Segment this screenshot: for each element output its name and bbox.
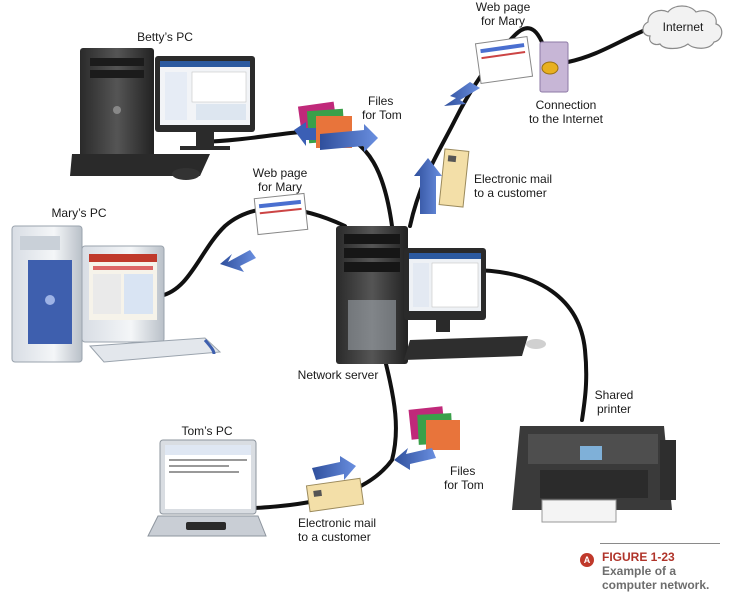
- network-server-label: Network server: [297, 368, 379, 382]
- network-server-illustration: [336, 226, 546, 364]
- shared-printer-label: Shared printer: [594, 388, 634, 416]
- cable-mary-server: [158, 206, 347, 298]
- internet-cloud-icon: [642, 5, 723, 50]
- internet-connection-jack-icon: [539, 41, 569, 93]
- internet-label: Internet: [662, 20, 704, 34]
- files-for-tom-bottom-label: Files for Tom: [444, 464, 484, 492]
- files-for-tom-top-label: Files for Tom: [362, 94, 402, 122]
- web-page-for-mary-top-icon: [444, 36, 534, 106]
- figure-caption: Example of a computer network.: [602, 564, 710, 592]
- email-top-label: Electronic mail to a customer: [474, 172, 553, 200]
- files-for-tom-top-icon: [294, 101, 378, 152]
- mary-pc-illustration: [11, 225, 222, 363]
- email-bottom-label: Electronic mail to a customer: [298, 516, 377, 544]
- web-page-for-mary-middle-label: Web page for Mary: [252, 166, 308, 194]
- tom-pc-label: Tom’s PC: [181, 424, 233, 438]
- figure-badge-icon: A: [580, 553, 594, 567]
- figure-caption-block: A FIGURE 1-23 Example of a computer netw…: [578, 543, 728, 592]
- mary-pc-label: Mary’s PC: [51, 206, 107, 220]
- cable-server-tom: [250, 358, 398, 510]
- cable-connection-internet: [566, 26, 652, 64]
- email-to-customer-top-icon: [414, 148, 470, 214]
- connection-label: Connection to the Internet: [528, 98, 604, 126]
- betty-pc-illustration: [70, 48, 255, 180]
- betty-pc-label: Betty’s PC: [137, 30, 193, 44]
- email-to-customer-bottom-icon: [305, 456, 365, 513]
- figure-number: FIGURE 1-23: [602, 550, 675, 564]
- cable-server-printer: [468, 268, 589, 422]
- web-page-for-mary-top-label: Web page for Mary: [475, 0, 531, 28]
- web-page-for-mary-middle-icon: [220, 192, 309, 272]
- shared-printer-illustration: [512, 426, 676, 523]
- files-for-tom-bottom-icon: [394, 406, 460, 470]
- caption-divider: [600, 543, 720, 544]
- tom-laptop-illustration: [147, 439, 267, 537]
